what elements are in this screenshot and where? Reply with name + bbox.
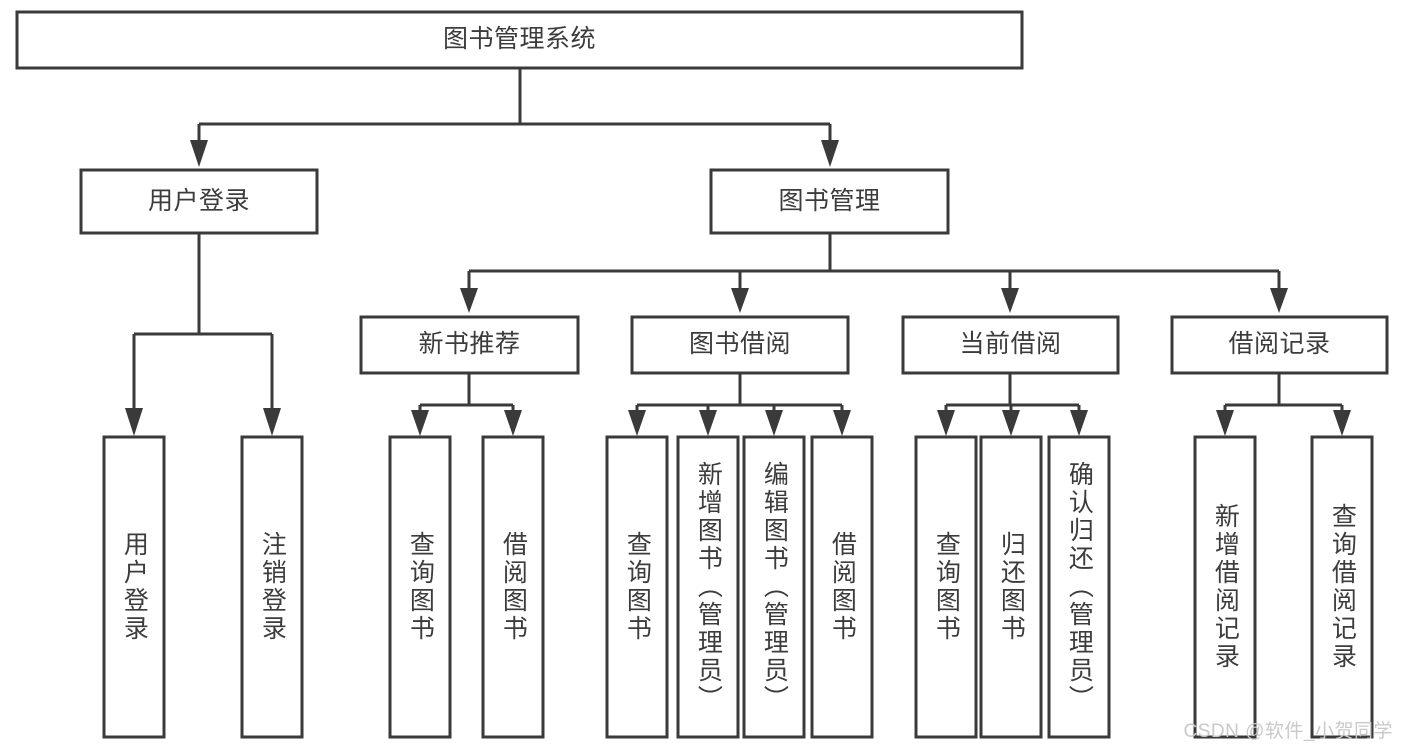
arrow-head-current-borrow [1001, 288, 1019, 313]
node-box-leaf-7[interactable] [742, 435, 806, 739]
node-box-leaf-5[interactable] [605, 435, 669, 739]
arrow-head-leaf-13 [1333, 410, 1351, 436]
arrow-head-leaf-7 [765, 410, 783, 436]
arrow-head-leaf-10 [1002, 410, 1020, 436]
arrow-head-borrow [731, 288, 749, 313]
arrow-head-leaf-4 [504, 410, 522, 436]
arrow-head-leaf-12 [1216, 410, 1234, 436]
arrow-head-login [190, 140, 208, 167]
node-box-leaf-13[interactable] [1310, 435, 1374, 739]
arrow-head-leaf-6 [699, 410, 717, 436]
node-box-borrow-record[interactable] [1170, 315, 1389, 375]
arrow-head-leaf-3 [411, 410, 429, 436]
node-box-leaf-10[interactable] [979, 435, 1043, 739]
node-box-leaf-12[interactable] [1193, 435, 1257, 739]
arrow-head-leaf-11 [1070, 410, 1088, 436]
arrow-head-bookmgmt [821, 140, 839, 167]
arrow-head-leaf-1 [125, 408, 143, 436]
node-box-leaf-1[interactable] [102, 435, 166, 739]
arrow-head-borrow-record [1270, 288, 1288, 313]
node-box-leaf-11[interactable] [1047, 435, 1111, 739]
node-box-current-borrow[interactable] [901, 315, 1120, 375]
node-box-leaf-2[interactable] [240, 435, 304, 739]
node-box-user-login[interactable] [79, 168, 319, 235]
node-box-leaf-6[interactable] [676, 435, 740, 739]
node-box-leaf-3[interactable] [388, 435, 452, 739]
node-box-root[interactable] [15, 10, 1024, 70]
node-box-book-management[interactable] [709, 168, 950, 235]
arrow-head-leaf-5 [628, 410, 646, 436]
node-box-leaf-9[interactable] [914, 435, 978, 739]
arrow-head-new-books [460, 288, 478, 313]
arrow-head-leaf-8 [833, 410, 851, 436]
node-box-leaf-8[interactable] [810, 435, 874, 739]
arrow-head-leaf-2 [263, 408, 281, 436]
arrow-head-leaf-9 [937, 410, 955, 436]
node-box-leaf-4[interactable] [481, 435, 545, 739]
watermark-text: CSDN @软件_小贺同学 [1183, 721, 1393, 742]
node-box-new-book-recommend[interactable] [359, 315, 580, 375]
node-box-book-borrow[interactable] [630, 315, 850, 375]
